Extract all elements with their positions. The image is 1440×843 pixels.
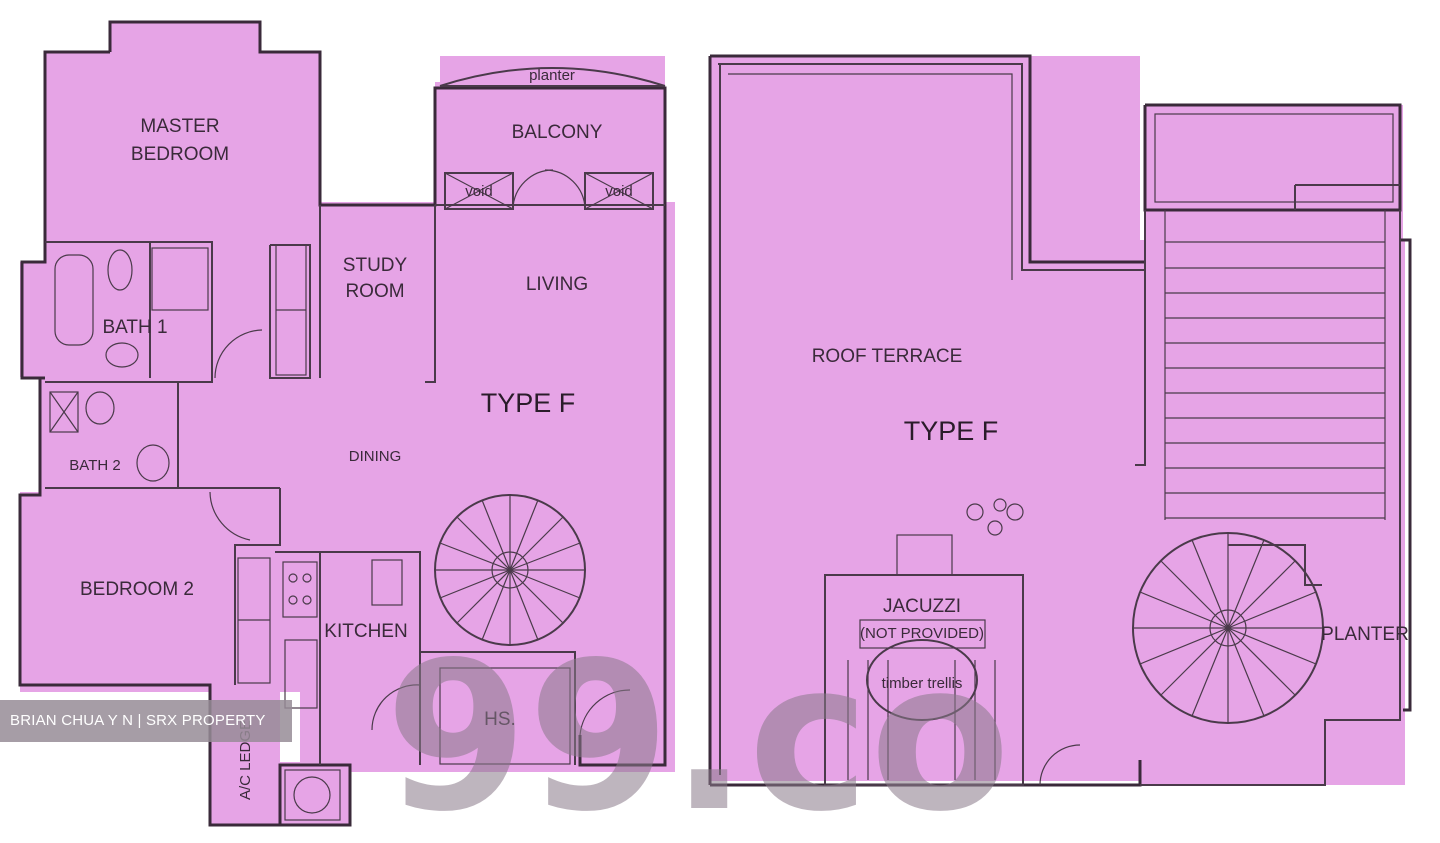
balcony-label: BALCONY: [512, 122, 603, 143]
bath1-label: BATH 1: [102, 317, 167, 338]
void-left-label: void: [465, 183, 493, 200]
agent-tag: BRIAN CHUA Y N | SRX PROPERTY: [0, 700, 292, 742]
lower-floor-walls: [18, 20, 667, 827]
jacuzzi-label: JACUZZI: [883, 596, 961, 617]
timber-trellis-label: timber trellis: [882, 675, 963, 692]
master-bedroom-label-2: BEDROOM: [131, 144, 229, 165]
upper-planter-label: PLANTER: [1321, 624, 1409, 645]
dining-label: DINING: [349, 448, 402, 465]
lower-floor-plan: MASTER BEDROOM BATH 1 BATH 2 STUDY ROOM …: [18, 20, 675, 827]
master-bedroom-label-1: MASTER: [140, 116, 219, 137]
upper-floor-plan: ROOF TERRACE TYPE F JACUZZI (NOT PROVIDE…: [708, 54, 1412, 787]
upper-type-label: TYPE F: [904, 416, 999, 446]
upper-floor-fill: [710, 56, 1405, 785]
balcony-planter-label: planter: [529, 67, 575, 84]
upper-floor-walls: [708, 54, 1412, 787]
study-room-label-2: ROOM: [345, 281, 404, 302]
lower-type-label: TYPE F: [481, 388, 576, 418]
roof-terrace-label: ROOF TERRACE: [812, 346, 963, 367]
kitchen-label: KITCHEN: [324, 621, 407, 642]
jacuzzi-not-provided-label: (NOT PROVIDED): [860, 625, 984, 642]
study-room-label-1: STUDY: [343, 255, 408, 276]
hs-label: HS.: [484, 709, 516, 730]
bedroom2-label: BEDROOM 2: [80, 579, 194, 600]
bath2-label: BATH 2: [69, 457, 120, 474]
living-label: LIVING: [526, 274, 588, 295]
watermark: 99.co: [385, 619, 1011, 843]
void-right-label: void: [605, 183, 633, 200]
spiral-staircase-lower: [434, 494, 586, 646]
lower-floor-fill: [20, 22, 675, 824]
